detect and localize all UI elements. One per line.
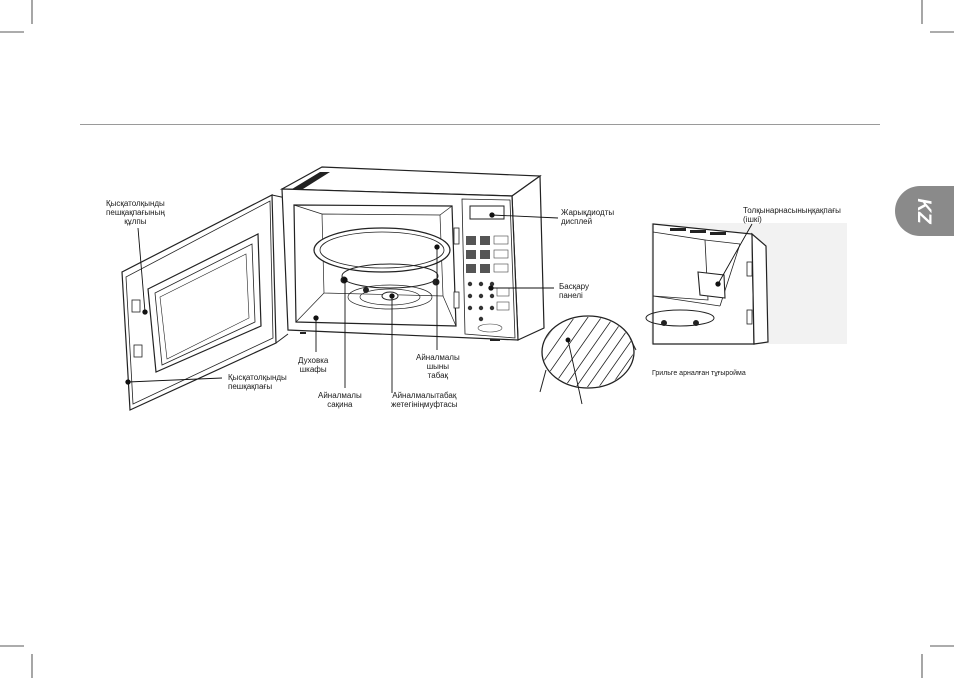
label-line: Толқынарнасыныңқақпағы — [743, 206, 841, 215]
label-line: Духовка — [298, 356, 328, 365]
label-turntable-coupler: Айналмалытабақ жетегініңмуфтасы — [391, 391, 458, 409]
label-door-latch: Қысқатолқынды пешқақпағының құлпы — [106, 199, 165, 226]
label-control-panel: Басқару панелі — [559, 282, 589, 300]
label-line: шкафы — [298, 365, 328, 374]
label-line: Айналмалытабақ — [391, 391, 458, 400]
label-line: шыны — [416, 362, 460, 371]
label-line: (ішкі) — [743, 215, 841, 224]
label-line: Қысқатолқынды — [106, 199, 165, 208]
control-panel — [462, 199, 515, 338]
label-line: Жарықдиодты — [561, 208, 614, 217]
label-oven-cavity: Духовка шкафы — [298, 356, 328, 374]
label-line: пешқақпағы — [228, 382, 287, 391]
label-waveguide-cover: Толқынарнасыныңқақпағы (ішкі) — [743, 206, 841, 224]
label-line: табақ — [416, 371, 460, 380]
label-glass-tray: Айналмалы шыны табақ — [416, 353, 460, 380]
waveguide-inset — [646, 223, 847, 344]
label-line: Айналмалы — [318, 391, 362, 400]
label-grill-rack: Грильге арналған тұғыройма — [652, 369, 746, 378]
label-line: Айналмалы — [416, 353, 460, 362]
label-line: құлпы — [106, 217, 165, 226]
label-line: жетегініңмуфтасы — [391, 400, 458, 409]
label-line: сақина — [318, 400, 362, 409]
label-line: Қысқатолқынды — [228, 373, 287, 382]
label-line: дисплей — [561, 217, 614, 226]
label-line: панелі — [559, 291, 589, 300]
label-door: Қысқатолқынды пешқақпағы — [228, 373, 287, 391]
label-line: пешқақпағының — [106, 208, 165, 217]
label-display: Жарықдиодты дисплей — [561, 208, 614, 226]
label-line: Басқару — [559, 282, 589, 291]
label-roller-ring: Айналмалы сақина — [318, 391, 362, 409]
